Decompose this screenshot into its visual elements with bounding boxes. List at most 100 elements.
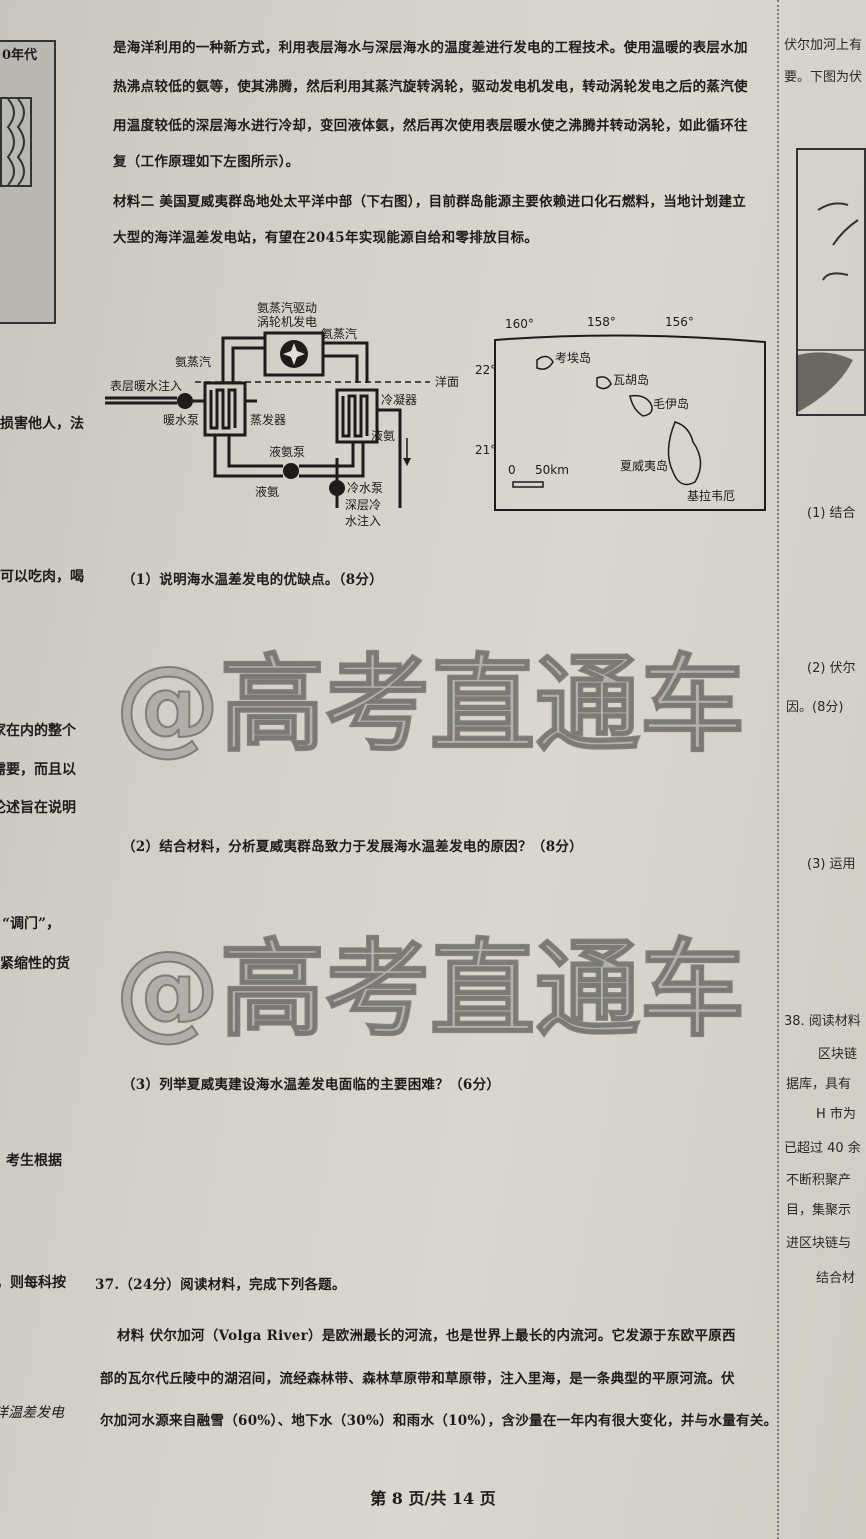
diagram-shape bbox=[263, 331, 325, 377]
label-condenser: 冷凝器 bbox=[381, 392, 417, 407]
q37-material-line: 尔加河水源来自融雪（60%）、地下水（30%）和雨水（10%），含沙量在一年内有… bbox=[100, 1413, 778, 1429]
label-sea-surface: 洋面 bbox=[435, 374, 459, 389]
material1-line: 是海洋利用的一种新方式，利用表层海水与深层海水的温度差进行发电的工程技术。使用温… bbox=[113, 40, 748, 56]
label-kilauea: 基拉韦厄 bbox=[687, 488, 735, 503]
left-figure-caption: 0年代 bbox=[2, 48, 38, 63]
oahu-island bbox=[596, 376, 612, 390]
label-cold-in1: 深层冷 bbox=[345, 498, 381, 512]
right-question-2b: 因。(8分) bbox=[786, 700, 844, 715]
q38-line: 38. 阅读材料 bbox=[784, 1014, 861, 1029]
left-text-line: 考生根据 bbox=[6, 1153, 62, 1169]
label-turbine: 氨蒸汽驱动 bbox=[257, 300, 317, 315]
material2-line: 大型的海洋温差发电站，有望在2045年实现能源自给和零排放目标。 bbox=[113, 230, 539, 246]
scale-zero: 0 bbox=[508, 463, 516, 477]
right-text-line: 伏尔加河上有 bbox=[784, 38, 863, 53]
scale-label: 50km bbox=[535, 463, 569, 477]
right-question-3: (3) 运用 bbox=[807, 857, 856, 872]
label-cold-in2: 水注入 bbox=[345, 513, 381, 528]
left-text-line: ，则每科按 bbox=[0, 1275, 66, 1291]
diagram-shape bbox=[798, 352, 853, 412]
question-2: （2）结合材料，分析夏威夷群岛致力于发展海水温差发电的原因？（8分） bbox=[122, 839, 583, 855]
q38-line: 进区块链与 bbox=[786, 1236, 852, 1251]
label-maui: 毛伊岛 bbox=[653, 396, 689, 411]
label-warm-in: 表层暖水注入 bbox=[110, 378, 182, 393]
diagram-shape bbox=[341, 394, 369, 438]
label-liquid-right: 液氨 bbox=[371, 428, 395, 443]
lon-158: 158° bbox=[587, 315, 616, 329]
kauai-island bbox=[536, 355, 554, 370]
diagram-shape bbox=[494, 334, 766, 511]
watermark: @高考直通车 bbox=[114, 928, 746, 1052]
right-question-1: (1) 结合 bbox=[807, 506, 856, 521]
page-number: 第 8 页/共 14 页 bbox=[370, 1489, 496, 1508]
left-text-line: 紧缩性的货 bbox=[0, 956, 70, 972]
q38-line: H 市为 bbox=[816, 1107, 856, 1122]
label-evaporator: 蒸发器 bbox=[250, 412, 286, 427]
lon-156: 156° bbox=[665, 315, 694, 329]
left-text-line: 论述旨在说明 bbox=[0, 800, 76, 816]
diagram-shape bbox=[203, 381, 247, 437]
otec-diagram: 氨蒸汽驱动 涡轮机发电 氨蒸汽 氨蒸汽 洋面 表层暖水注入 暖水泵 蒸发器 冷凝… bbox=[105, 300, 459, 528]
lon-160: 160° bbox=[505, 317, 534, 331]
warm-pump-icon bbox=[177, 393, 193, 409]
left-text-line: 可以吃肉，喝 bbox=[0, 569, 84, 585]
q38-line: 结合材 bbox=[816, 1271, 856, 1286]
diagram-shape bbox=[335, 388, 379, 444]
label-kauai: 考埃岛 bbox=[555, 350, 591, 365]
question-1: （1）说明海水温差发电的优缺点。（8分） bbox=[122, 572, 384, 588]
turbine-star-icon bbox=[283, 343, 305, 365]
diagram-shape bbox=[105, 396, 257, 405]
left-text-line: “调门”， bbox=[2, 916, 61, 932]
left-text-line: 损害他人，法 bbox=[0, 416, 84, 432]
left-text-line: 家在内的整个 bbox=[0, 723, 76, 739]
diagram-shape bbox=[221, 336, 369, 383]
q38-line: 目，集聚示 bbox=[786, 1203, 852, 1218]
diagram-shape bbox=[0, 97, 32, 187]
diagram-shape bbox=[209, 388, 237, 430]
question-37-heading: 37.（24分）阅读材料，完成下列各题。 bbox=[95, 1277, 346, 1293]
left-text-line: 需要，而且以 bbox=[0, 762, 76, 778]
label-vapor-right: 氨蒸汽 bbox=[321, 326, 357, 341]
q37-material-line: 部的瓦尔代丘陵中的湖沼间，流经森林带、森林草原带和草原带，注入里海，是一条典型的… bbox=[100, 1371, 735, 1387]
cold-pump-icon bbox=[329, 480, 345, 496]
maui-island bbox=[629, 394, 653, 417]
label-liquid-left: 液氨 bbox=[255, 484, 279, 499]
q38-line: 区块链 bbox=[818, 1047, 858, 1062]
diagram-shape bbox=[817, 202, 859, 281]
q37-material-line: 材料 伏尔加河（Volga River）是欧洲最长的河流，也是世界上最长的内流河… bbox=[117, 1328, 736, 1344]
material1-line: 用温度较低的深层海水进行冷却，变回液体氨，然后再次使用表层暖水使之沸腾并转动涡轮… bbox=[113, 118, 748, 134]
material1-line: 热沸点较低的氨等，使其沸腾，然后利用其蒸汽旋转涡轮，驱动发电机发电，转动涡轮发电… bbox=[113, 79, 748, 95]
hawaii-island bbox=[667, 421, 702, 486]
scale-bar bbox=[512, 481, 544, 488]
label-liquid-pump: 液氨泵 bbox=[269, 444, 305, 459]
lat-21: 21° bbox=[475, 443, 496, 457]
column-divider bbox=[777, 0, 779, 1539]
left-text-line: 洋温差发电 bbox=[0, 1405, 64, 1421]
volga-map-drawing bbox=[798, 202, 864, 412]
diagram-shape bbox=[403, 458, 411, 466]
right-text-line: 要。下图为伏 bbox=[784, 70, 863, 85]
hawaii-map: 160° 158° 156° 22° 21° 考埃岛 瓦胡岛 毛伊岛 夏威夷岛 … bbox=[475, 315, 766, 511]
label-warm-pump: 暖水泵 bbox=[163, 413, 199, 427]
lat-22: 22° bbox=[475, 363, 496, 377]
left-figure-box: 0年代 bbox=[0, 40, 56, 324]
q38-line: 已超过 40 余 bbox=[784, 1141, 861, 1156]
right-question-2: (2) 伏尔 bbox=[807, 661, 856, 676]
material2-line: 材料二 美国夏威夷群岛地处太平洋中部（下右图），目前群岛能源主要依赖进口化石燃料… bbox=[113, 194, 747, 210]
q38-line: 据库，具有 bbox=[786, 1077, 852, 1092]
q38-line: 不断积聚产 bbox=[786, 1173, 852, 1188]
material1-line: 复（工作原理如下左图所示）。 bbox=[113, 154, 300, 170]
label-hawaii: 夏威夷岛 bbox=[620, 458, 668, 473]
watermark: @高考直通车 bbox=[114, 643, 746, 767]
label-turbine2: 涡轮机发电 bbox=[257, 314, 317, 329]
diagram-shape bbox=[105, 331, 402, 508]
diagram-shape bbox=[6, 98, 25, 186]
liquid-pump-icon bbox=[283, 463, 299, 479]
label-oahu: 瓦胡岛 bbox=[613, 372, 649, 387]
left-figure-pattern bbox=[0, 97, 32, 187]
diagram-shape bbox=[213, 435, 365, 478]
label-vapor-left: 氨蒸汽 bbox=[175, 354, 211, 369]
label-cold-pump: 冷水泵 bbox=[347, 481, 383, 495]
question-3: （3）列举夏威夷建设海水温差发电面临的主要困难？（6分） bbox=[122, 1077, 501, 1093]
volga-map bbox=[796, 148, 866, 416]
